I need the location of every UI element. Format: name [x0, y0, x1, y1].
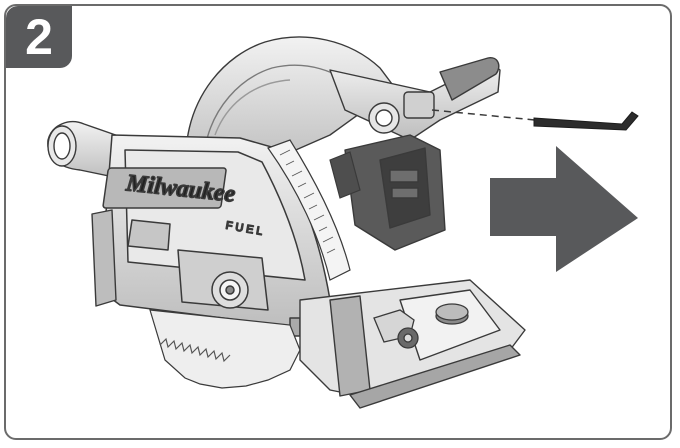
step-number-badge: 2	[6, 6, 72, 68]
bevel-scale	[267, 139, 361, 281]
hex-key-icon	[533, 111, 639, 131]
rear-handle	[329, 57, 501, 141]
battery-pack	[344, 134, 446, 251]
removal-path-line	[431, 109, 536, 121]
direction-arrow-icon	[490, 146, 638, 272]
bevel-lock-knobs	[373, 303, 469, 349]
saw-blade	[149, 309, 301, 389]
